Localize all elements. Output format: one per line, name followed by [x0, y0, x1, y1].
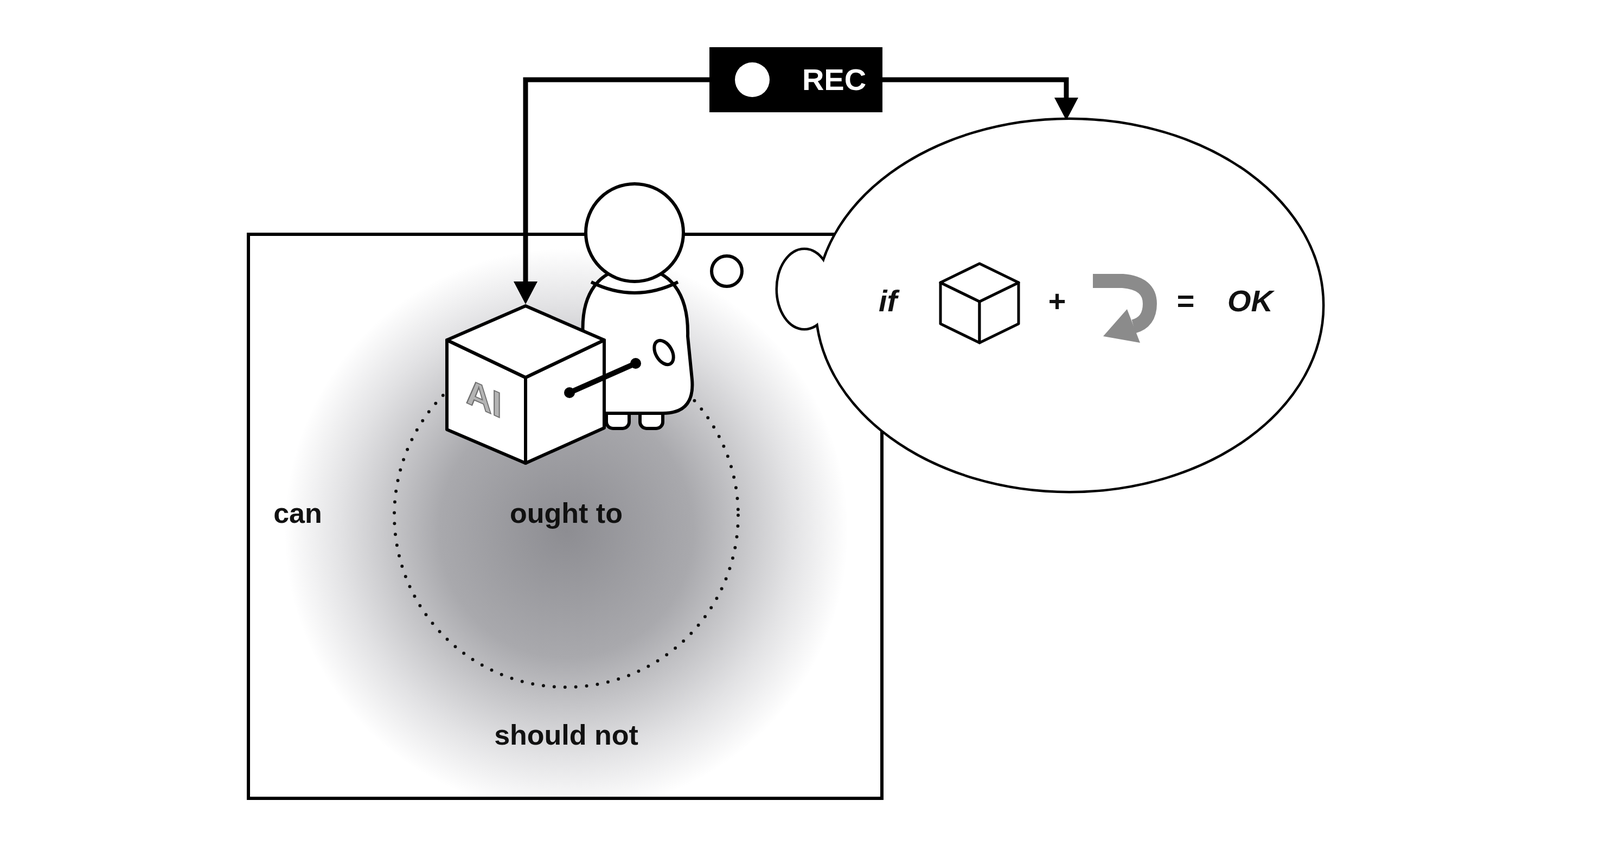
- label-text: if: [878, 285, 898, 317]
- label-text: should not: [494, 720, 639, 750]
- connector: [513, 79, 710, 305]
- collar: [591, 282, 678, 293]
- connector: [882, 79, 1079, 121]
- label-text: REC: [802, 64, 867, 95]
- label-text: +: [1048, 285, 1067, 317]
- stick-end: [564, 387, 575, 399]
- label-text: OK: [1227, 285, 1273, 317]
- label-text: ought to: [509, 498, 623, 528]
- connector-line: [882, 79, 1067, 105]
- stick: [569, 363, 636, 393]
- ai-cube: AI: [446, 304, 605, 465]
- halo-disc: [284, 248, 849, 799]
- stick-end: [630, 357, 642, 369]
- label-text: =: [1176, 285, 1195, 317]
- connector-line: [525, 79, 710, 288]
- head: [585, 183, 684, 282]
- torso: [580, 266, 693, 414]
- rec-box: REC: [709, 47, 883, 113]
- thought-bubble: if + = OK: [775, 118, 1325, 493]
- arrow-head: [513, 281, 538, 305]
- label-text: can: [273, 498, 323, 528]
- hand: [650, 337, 678, 369]
- arrow-head: [1054, 97, 1079, 121]
- thought-dot: [711, 256, 742, 287]
